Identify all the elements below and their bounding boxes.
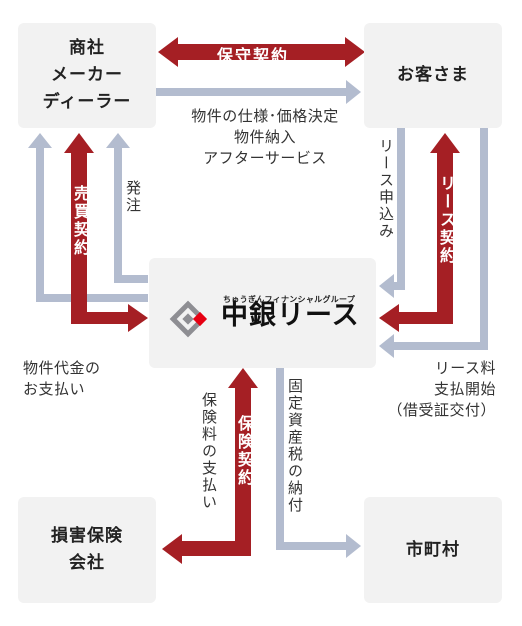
customer-box: お客さま — [364, 23, 502, 128]
lessor-group-label: ちゅうぎんフィナンシャルグループ — [223, 295, 356, 304]
lease-application-label: リース申込み — [377, 138, 395, 240]
payment-label: 物件代金の お支払い — [23, 359, 101, 398]
chugin-logo-icon — [169, 300, 208, 338]
lease-fee-label: リース料 支払開始 （借受証交付） — [387, 359, 496, 419]
maintenance-contract-label: 保守契約 — [217, 46, 290, 65]
property-tax-label: 固定資産税の納付 — [286, 378, 304, 514]
trading-company-box: 商社 メーカー ディーラー — [18, 23, 156, 128]
insurance-payment-label: 保険料の支払い — [200, 392, 218, 511]
arrow-payment — [28, 133, 148, 302]
arrow-insurance-contract — [162, 368, 258, 564]
order-label: 発注 — [124, 180, 142, 214]
insurance-contract-label: 保険契約 — [235, 415, 254, 487]
arrow-order — [106, 133, 148, 283]
arrow-lease-contract — [379, 133, 460, 332]
insurance-company-box: 損害保険 会社 — [18, 497, 156, 603]
sales-contract-label: 売買契約 — [71, 185, 90, 257]
lessor-box: ちゅうぎんフィナンシャルグループ 中銀リース — [149, 258, 376, 368]
arrow-lease-application — [379, 128, 405, 298]
arrow-sales-contract — [64, 133, 148, 332]
lease-contract-label: リース契約 — [437, 175, 456, 265]
municipality-box: 市町村 — [364, 497, 502, 603]
arrow-specs — [156, 80, 361, 104]
arrow-maintenance-contract — [158, 37, 365, 67]
specs-delivery-label: 物件の仕様･価格決定 物件納入 アフターサービス — [191, 107, 339, 167]
lessor-name: 中銀リース — [221, 300, 360, 331]
